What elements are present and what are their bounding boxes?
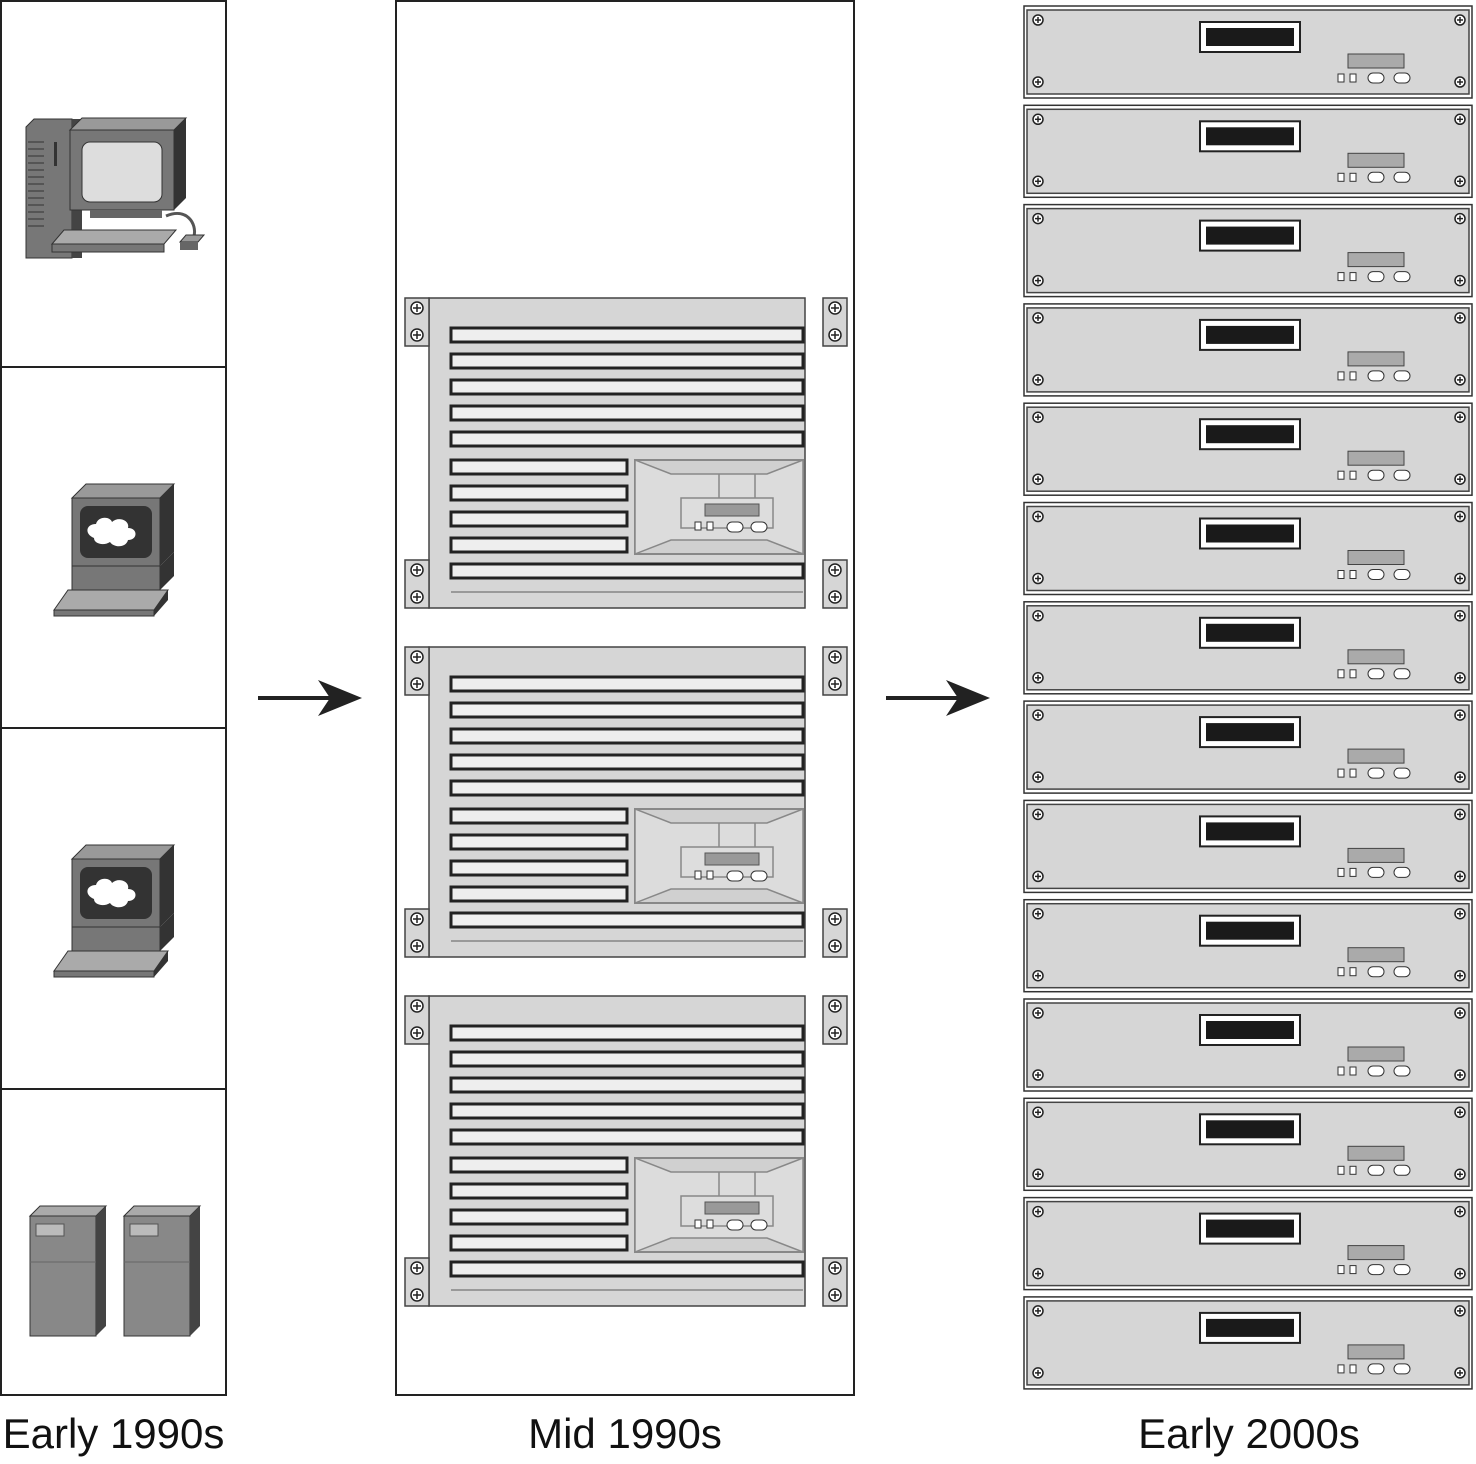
workstation-icon: [53, 483, 176, 617]
rack-server-1u: [1023, 1196, 1473, 1291]
rack-server-large: [404, 297, 848, 609]
rack-server-1u: [1023, 898, 1473, 993]
desktop-computer-icon: [25, 117, 206, 259]
rack-server-large: [404, 995, 848, 1307]
rack-server-1u: [1023, 799, 1473, 894]
rack-servers-large: [404, 297, 848, 1307]
tower-servers-icon: [28, 1205, 202, 1337]
label-mid-1990s: Mid 1990s: [528, 1410, 722, 1457]
rack-server-1u: [1023, 303, 1473, 397]
rack-server-large: [404, 646, 848, 958]
rack-server-1u: [1023, 1296, 1473, 1390]
cell-desktop-computer: [2, 2, 225, 368]
rack-server-1u: [1023, 203, 1473, 298]
rack-server-1u: [1023, 5, 1473, 99]
rack-server-1u: [1023, 998, 1473, 1092]
arrow-right-icon: [886, 680, 990, 716]
rack-server-1u: [1023, 601, 1473, 695]
rack-server-1u: [1023, 104, 1473, 199]
rack-server-1u: [1023, 402, 1473, 496]
label-early-2000s: Early 2000s: [1138, 1410, 1360, 1457]
cell-workstation-1: [2, 368, 225, 729]
cell-workstation-2: [2, 729, 225, 1090]
workstation-icon: [53, 844, 176, 978]
rack-servers-1u: [1023, 5, 1473, 1390]
cell-tower-servers: [2, 1090, 225, 1394]
early-1990s-column: [0, 0, 227, 1396]
label-early-1990s: Early 1990s: [2, 1410, 225, 1457]
arrow-right-icon: [258, 680, 362, 716]
rack-server-1u: [1023, 501, 1473, 596]
rack-server-1u: [1023, 1097, 1473, 1192]
early-2000s-column: [1022, 4, 1476, 1394]
rack-server-1u: [1023, 700, 1473, 794]
mid-1990s-column: [395, 0, 855, 1396]
